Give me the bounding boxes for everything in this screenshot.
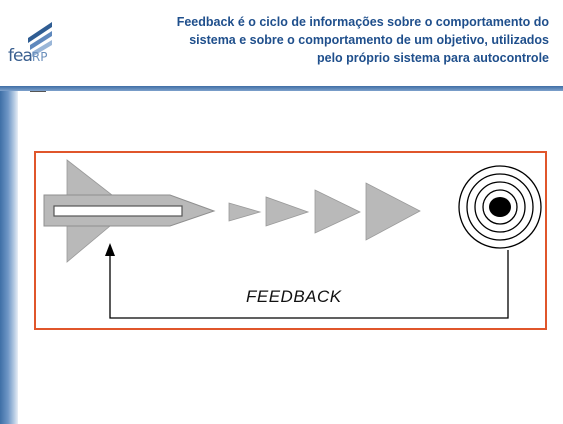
- diagram-frame: [34, 151, 547, 330]
- feedback-arrowhead: [105, 243, 115, 256]
- target-ring-4: [482, 189, 518, 225]
- arrow-head-medium: [265, 196, 310, 227]
- rocket-bottom-fin: [66, 225, 112, 263]
- side-accent-bar: [0, 86, 18, 424]
- feedback-label: FEEDBACK: [246, 287, 342, 306]
- arrow-head-largest: [365, 182, 421, 241]
- arrow-head-small: [228, 202, 262, 222]
- logo-text-suffix: RP: [31, 50, 48, 64]
- feedback-loop-line: [109, 250, 509, 319]
- header-divider: [0, 86, 563, 91]
- rocket-icon: [43, 159, 216, 263]
- title-line-2: sistema e sobre o comportamento de um ob…: [189, 33, 549, 47]
- arrow-head-large: [314, 189, 361, 234]
- header-tick-mark: [30, 91, 46, 92]
- logo-text-main: fea: [8, 46, 33, 66]
- target-ring-2: [466, 173, 534, 241]
- target-icon: [458, 165, 542, 249]
- rocket-top-fin: [66, 159, 114, 196]
- slide-title: Feedback é o ciclo de informações sobre …: [109, 13, 549, 67]
- target-bullseye: [489, 197, 511, 217]
- title-line-3: pelo próprio sistema para autocontrole: [317, 51, 549, 65]
- rocket-stripe: [53, 205, 183, 217]
- target-ring-3: [474, 181, 526, 233]
- title-line-1: Feedback é o ciclo de informações sobre …: [176, 15, 549, 29]
- logo-text: feaRP: [8, 46, 47, 66]
- fea-rp-logo-icon: [28, 22, 52, 57]
- target-ring-outer: [458, 165, 542, 249]
